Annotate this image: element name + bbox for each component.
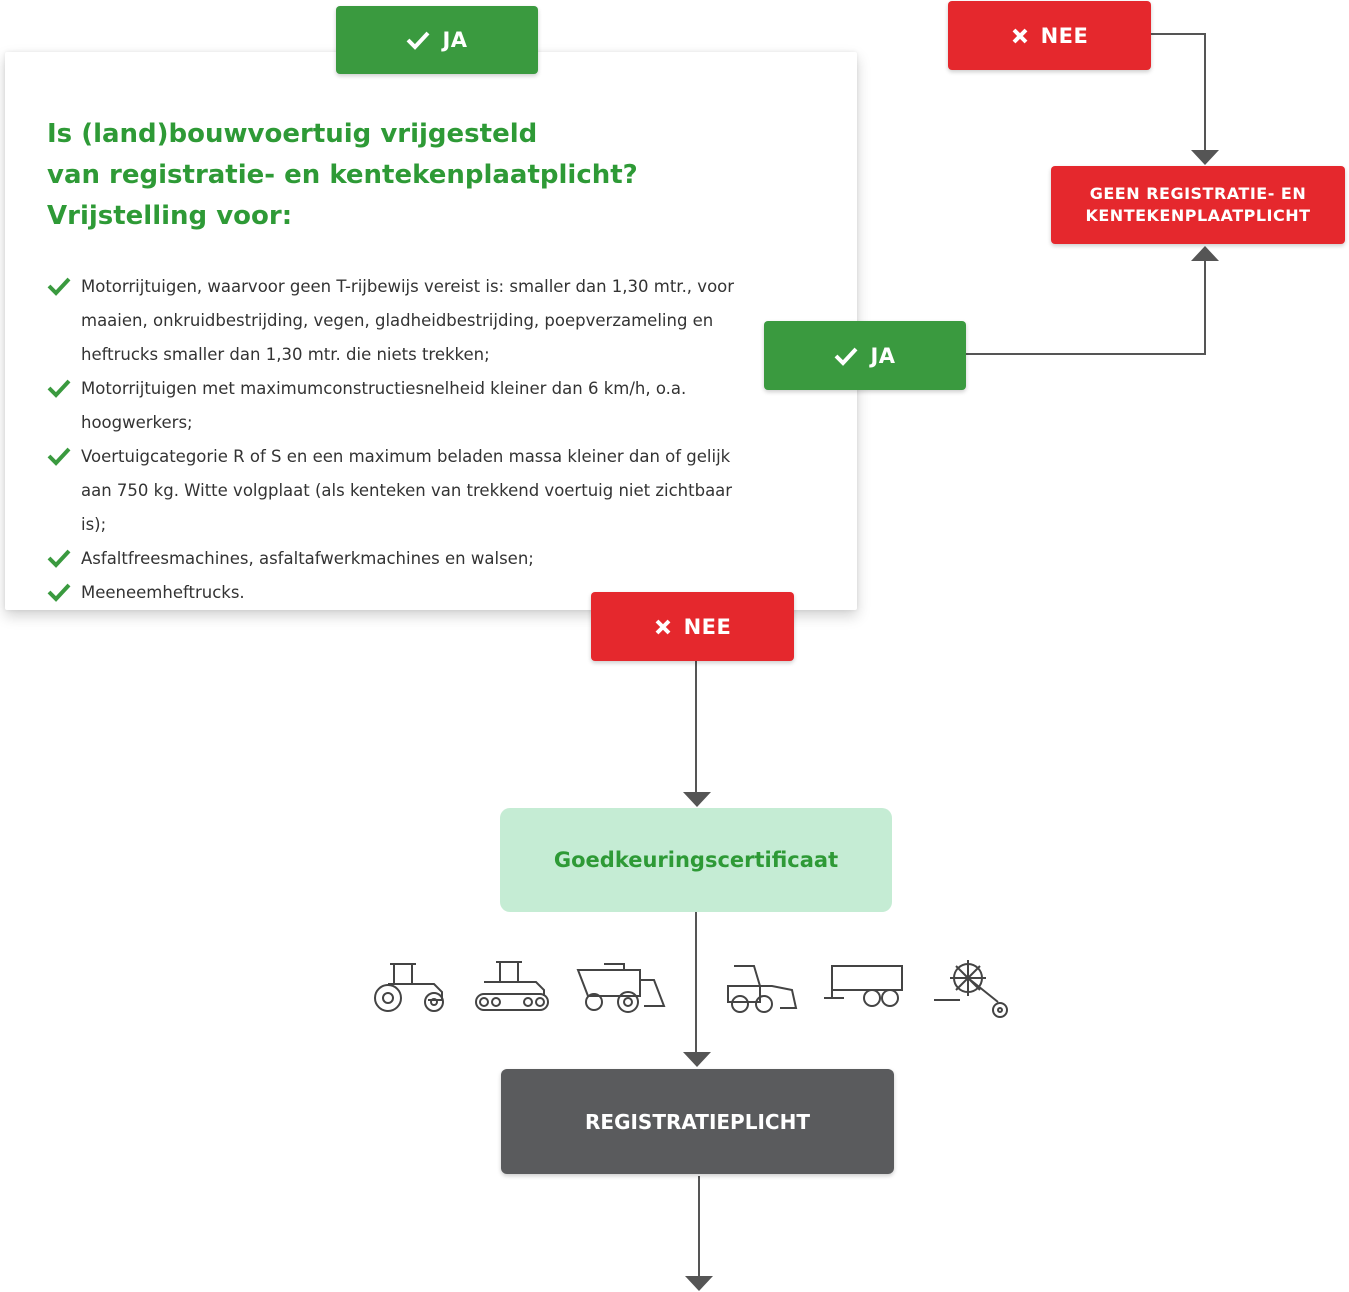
exemption-item-text: Motorrijtuigen, waarvoor geen T-rijbewij… — [81, 277, 735, 364]
exemption-item: Motorrijtuigen, waarvoor geen T-rijbewij… — [47, 270, 757, 372]
question-title: Is (land)bouwvoertuig vrijgesteld van re… — [47, 114, 638, 237]
checkmark-icon — [835, 347, 858, 366]
checkmark-icon — [47, 583, 71, 602]
combine-harvester-icon — [576, 963, 666, 1013]
connector-top-no-right — [1150, 33, 1206, 35]
exemption-question-card: Is (land)bouwvoertuig vrijgesteld van re… — [5, 52, 857, 610]
certificate-node: Goedkeuringscertificaat — [500, 808, 892, 912]
checkmark-icon — [47, 277, 71, 296]
question-title-line: van registratie- en kentekenplaatplicht? — [47, 160, 638, 190]
arrowhead-up-icon — [1191, 246, 1219, 261]
tracked-tractor-icon — [475, 961, 549, 1011]
top-yes-node: JA — [336, 6, 538, 74]
exemption-item-text: Voertuigcategorie R of S en een maximum … — [81, 447, 733, 534]
no-registration-line: GEEN REGISTRATIE- EN — [1089, 184, 1307, 203]
connector-registration-down — [698, 1176, 700, 1276]
cross-icon — [1012, 28, 1028, 43]
no-label: NEE — [1040, 23, 1089, 48]
checkmark-icon — [47, 549, 71, 568]
arrowhead-down-icon — [683, 1052, 711, 1067]
trailer-icon — [824, 965, 903, 1007]
arrowhead-down-icon — [1191, 150, 1219, 165]
exemption-item-text: Asfaltfreesmachines, asfaltafwerkmachine… — [81, 549, 534, 568]
yes-label: JA — [442, 28, 468, 52]
checkmark-icon — [47, 447, 71, 466]
connector-no-to-certificate — [695, 660, 697, 795]
tractor-icon — [374, 963, 444, 1012]
connector-certificate-to-registration — [695, 912, 697, 1054]
exemption-item: Asfaltfreesmachines, asfaltafwerkmachine… — [47, 542, 757, 576]
hay-rake-icon — [934, 960, 1008, 1018]
checkmark-icon — [47, 379, 71, 398]
registration-label: REGISTRATIEPLICHT — [585, 1109, 810, 1134]
arrowhead-down-icon — [685, 1276, 713, 1291]
certificate-label: Goedkeuringscertificaat — [553, 848, 839, 872]
exemption-item: Voertuigcategorie R of S en een maximum … — [47, 440, 757, 542]
exemption-item: Meeneemheftrucks. — [47, 576, 757, 610]
question-title-line: Vrijstelling voor: — [47, 201, 293, 231]
no-label: NEE — [683, 614, 732, 639]
top-no-node: NEE — [948, 1, 1151, 70]
cross-icon — [655, 619, 671, 634]
checkmark-icon — [407, 31, 430, 50]
right-yes-node: JA — [764, 321, 966, 390]
registration-node: REGISTRATIEPLICHT — [501, 1069, 894, 1174]
no-registration-node: GEEN REGISTRATIE- EN KENTEKENPLAATPLICHT — [1051, 166, 1345, 244]
exemption-item-text: Motorrijtuigen met maximumconstructiesne… — [81, 379, 687, 432]
connector-right-yes — [965, 353, 1206, 355]
bottom-no-node: NEE — [591, 592, 794, 661]
exemption-item-text: Meeneemheftrucks. — [81, 583, 245, 602]
question-title-line: Is (land)bouwvoertuig vrijgesteld — [47, 119, 538, 149]
yes-label: JA — [870, 343, 896, 368]
arrowhead-down-icon — [683, 792, 711, 807]
connector-top-no-down — [1204, 33, 1206, 153]
wheel-loader-icon — [727, 965, 798, 1013]
exemption-item: Motorrijtuigen met maximumconstructiesne… — [47, 372, 757, 440]
exemption-list: Motorrijtuigen, waarvoor geen T-rijbewij… — [47, 270, 757, 610]
no-registration-line: KENTEKENPLAATPLICHT — [1085, 206, 1311, 225]
connector-right-yes-up — [1204, 258, 1206, 355]
